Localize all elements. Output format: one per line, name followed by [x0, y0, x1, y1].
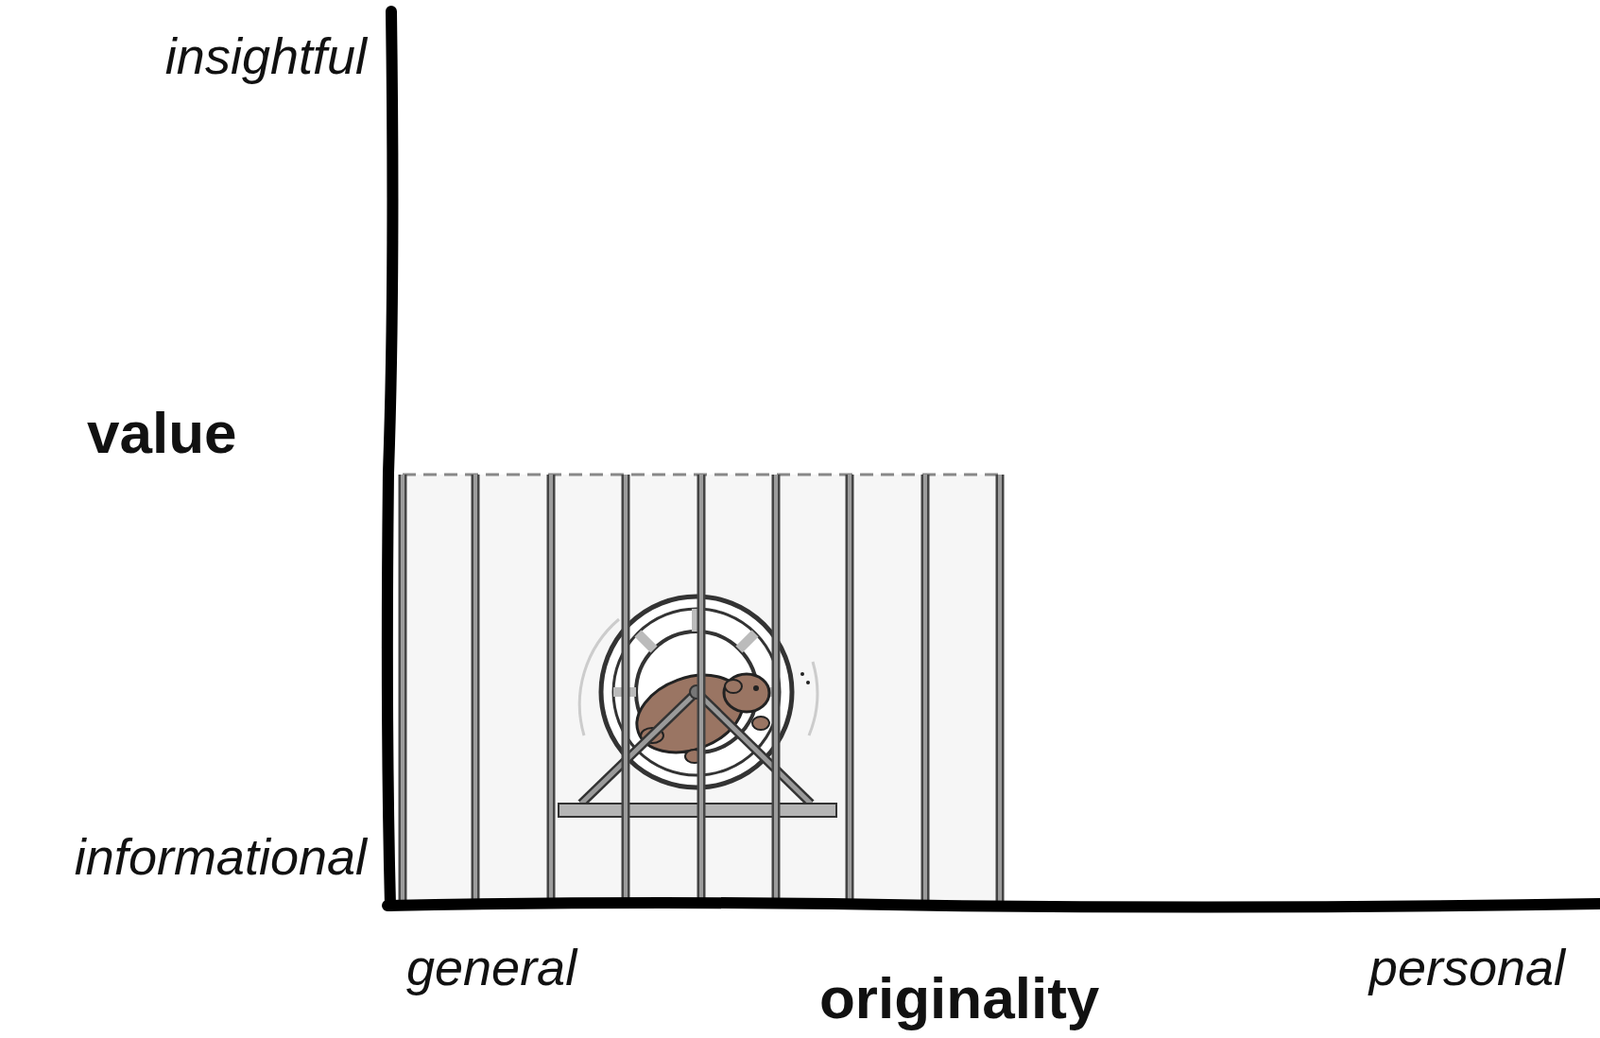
axis-title: value: [86, 403, 238, 463]
axis-end-label: personal: [1369, 941, 1566, 993]
axis-end-label: informational: [74, 830, 367, 882]
axis-end-label: general: [406, 941, 577, 993]
cage-bars: [402, 474, 1000, 903]
x-axis: [387, 902, 1600, 908]
axis-title: originality: [819, 968, 1100, 1028]
cage-ground: [402, 474, 1000, 903]
axis-end-label: insightful: [165, 30, 367, 82]
y-axis: [387, 11, 394, 906]
